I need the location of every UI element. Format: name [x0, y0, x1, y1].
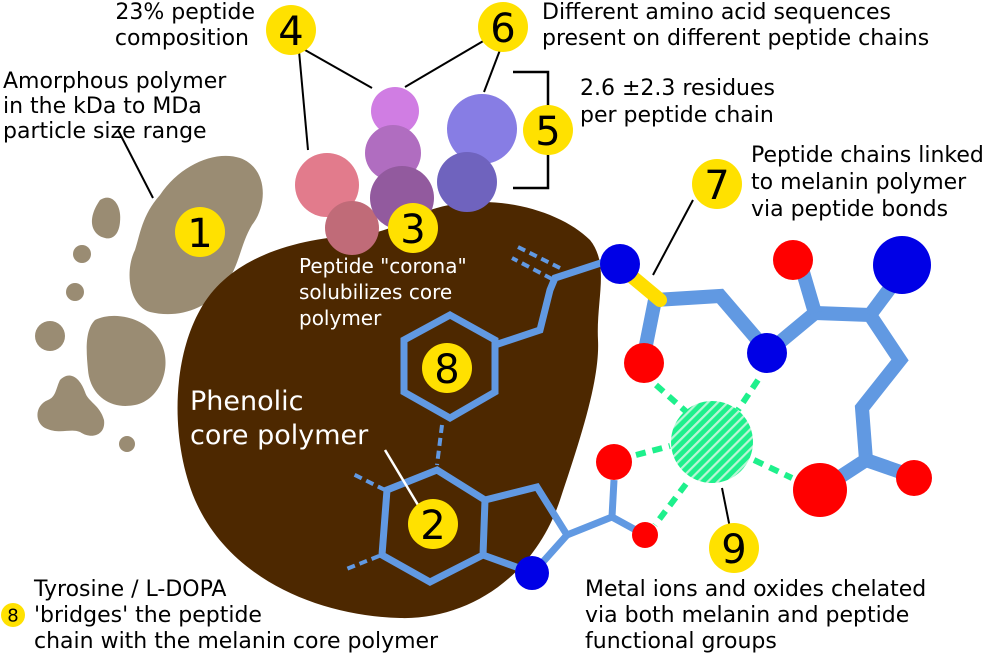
chelation-bonds — [635, 378, 794, 527]
label-sequences: Different amino acid sequences present o… — [542, 0, 929, 51]
svg-text:polymer: polymer — [299, 306, 382, 330]
oxygen-atom — [632, 522, 658, 548]
svg-text:per peptide chain: per peptide chain — [580, 103, 774, 128]
nitrogen-atom — [747, 333, 787, 373]
badge-2: 2 — [408, 499, 458, 549]
dashed-bond-a — [511, 256, 553, 281]
badge-label: 1 — [187, 211, 212, 257]
label-peptide-composition: 23% peptide composition — [115, 0, 255, 51]
svg-text:core polymer: core polymer — [190, 420, 369, 451]
nitrogen-atom — [600, 244, 640, 284]
svg-text:Different amino acid sequences: Different amino acid sequences — [542, 0, 891, 25]
svg-text:in the kDa to MDa: in the kDa to MDa — [3, 94, 202, 119]
carboxyl-stem — [565, 479, 618, 539]
leader-line-4a — [297, 39, 309, 151]
label-linked: Peptide chains linked to melanin polymer… — [751, 143, 984, 222]
badge-8: 8 — [422, 343, 472, 393]
badge-label: 8 — [7, 606, 18, 627]
badge-label: 9 — [721, 527, 746, 573]
badge-label: 4 — [278, 9, 303, 55]
sphere-blue-dark — [437, 152, 497, 212]
badge-label: 8 — [434, 347, 459, 393]
particle-dot-2 — [66, 283, 84, 301]
label-amorphous: Amorphous polymer in the kDa to MDa part… — [3, 69, 227, 144]
tyrosine-structure — [400, 245, 612, 466]
svg-text:solubilizes core: solubilizes core — [299, 280, 452, 304]
sphere-violet-light — [371, 87, 419, 135]
leader-line-1 — [117, 129, 154, 199]
svg-text:Peptide chains linked: Peptide chains linked — [751, 143, 984, 168]
badge-1: 1 — [175, 207, 225, 257]
oxygen-atom — [896, 460, 932, 496]
svg-text:2.6 ±2.3 residues: 2.6 ±2.3 residues — [580, 76, 775, 101]
metal-ion — [671, 401, 753, 483]
label-corona: Peptide "corona" solubilizes core polyme… — [299, 254, 467, 330]
badge-label: 7 — [704, 163, 729, 209]
leader-line-7 — [652, 199, 694, 276]
particle-blob-2 — [91, 197, 121, 239]
amorphous-particles — [35, 129, 263, 452]
dashed-bond-d — [343, 554, 380, 572]
benzene-ring-upper — [400, 311, 499, 423]
badge-label: 5 — [535, 109, 560, 155]
oxygen-atom — [624, 343, 664, 383]
svg-text:23% peptide: 23% peptide — [115, 0, 255, 25]
oxygen-atom — [793, 463, 847, 517]
svg-text:Metal ions and oxides chelated: Metal ions and oxides chelated — [585, 577, 926, 602]
particle-dot-1 — [73, 245, 91, 263]
dashed-link — [435, 424, 444, 466]
atoms — [515, 236, 932, 590]
svg-text:Tyrosine / L-DOPA: Tyrosine / L-DOPA — [33, 577, 226, 602]
particle-blob-4 — [37, 375, 105, 436]
svg-text:particle size range: particle size range — [3, 119, 207, 144]
leader-line-6a — [404, 39, 486, 88]
particle-blob-3 — [86, 315, 166, 406]
svg-text:composition: composition — [115, 26, 249, 51]
oxygen-atom — [773, 240, 813, 280]
svg-text:present on different peptide c: present on different peptide chains — [542, 26, 929, 51]
leader-line-4b — [304, 49, 373, 89]
badge-label: 6 — [490, 6, 515, 52]
badge-5: 5 — [523, 105, 573, 155]
phenolic-core-polymer — [177, 201, 601, 619]
badge-3: 3 — [388, 203, 438, 253]
svg-text:Phenolic: Phenolic — [190, 386, 303, 417]
particle-dot-3 — [35, 321, 65, 351]
leader-line-6b — [483, 49, 501, 93]
oxygen-atom — [596, 444, 632, 480]
badge-7: 7 — [692, 159, 742, 209]
svg-text:functional groups: functional groups — [585, 629, 777, 654]
peptide-bond-yellow — [623, 268, 667, 307]
nitrogen-atom — [873, 236, 931, 294]
svg-text:via peptide bonds: via peptide bonds — [751, 197, 948, 222]
svg-text:via both melanin and peptide: via both melanin and peptide — [585, 603, 909, 628]
sphere-rose — [325, 201, 379, 255]
svg-text:to melanin polymer: to melanin polymer — [751, 170, 967, 195]
svg-text:Amorphous polymer: Amorphous polymer — [3, 69, 227, 94]
nitrogen-atom — [515, 556, 549, 590]
badge-9: 9 — [709, 523, 759, 573]
svg-text:chain with the melanin core po: chain with the melanin core polymer — [34, 629, 439, 654]
leader-line-core — [383, 449, 420, 506]
badge-4: 4 — [266, 5, 316, 55]
label-core: Phenolic core polymer — [190, 386, 369, 451]
svg-text:'bridges' the peptide: 'bridges' the peptide — [34, 603, 262, 628]
badge-label: 2 — [420, 503, 445, 549]
label-residues: 2.6 ±2.3 residues per peptide chain — [580, 76, 775, 128]
label-tyrosine: Tyrosine / L-DOPA 'bridges' the peptide … — [33, 577, 439, 654]
label-metal: Metal ions and oxides chelated via both … — [585, 577, 926, 654]
sphere-pink — [295, 153, 359, 217]
dashed-bond-c — [352, 472, 386, 492]
peptide-spheres — [295, 39, 550, 255]
particle-dot-4 — [119, 436, 135, 452]
badge-8-small: 8 — [1, 603, 25, 627]
tyrosine-side-chain — [493, 256, 612, 349]
badge-6: 6 — [478, 2, 528, 52]
chain-segment-1 — [654, 288, 774, 357]
sphere-blue-light — [447, 94, 517, 164]
svg-text:Peptide "corona": Peptide "corona" — [299, 254, 467, 278]
dashed-bond-b — [517, 245, 561, 270]
leader-line-9 — [721, 487, 731, 529]
badge-label: 3 — [400, 207, 425, 253]
